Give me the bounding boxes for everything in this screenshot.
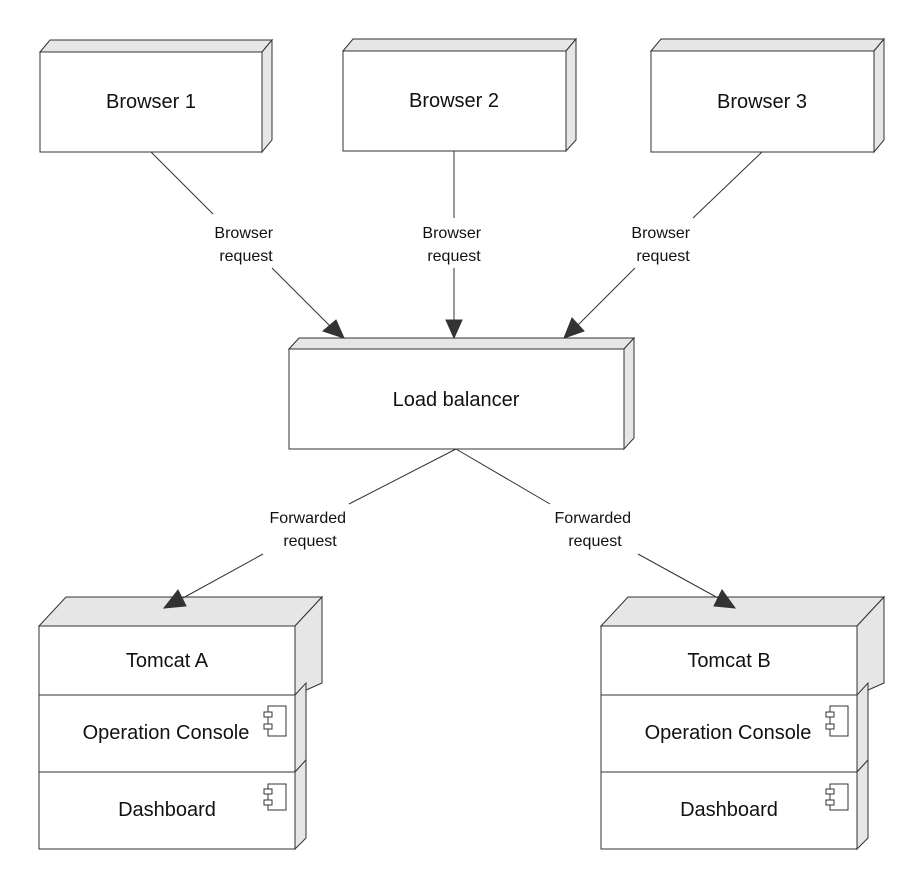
tomcat-a-dashboard-label: Dashboard: [118, 799, 216, 821]
tomcat-b-dashboard-label: Dashboard: [680, 799, 778, 821]
edge-label: Browser request: [422, 225, 485, 265]
load-balancer-label: Load balancer: [393, 389, 520, 411]
browser-2-node: Browser 2: [341, 37, 578, 153]
component-icon: [263, 783, 287, 811]
browser-3-node: Browser 3: [649, 37, 886, 154]
edge-browser-2-to-load-balancer: Browser request: [422, 151, 485, 340]
edge-label: Forwarded request: [270, 510, 351, 550]
tomcat-b-title: Tomcat B: [687, 650, 770, 672]
edge-load-balancer-to-tomcat-a: Forwarded request: [162, 448, 457, 609]
edge-label: Browser request: [214, 225, 277, 265]
load-balancer-node: Load balancer: [287, 336, 636, 451]
component-icon: [263, 705, 287, 737]
edge-label: Forwarded request: [555, 510, 636, 550]
edge-browser-3-to-load-balancer: Browser request: [563, 151, 763, 339]
edge-load-balancer-to-tomcat-b: Forwarded request: [455, 448, 737, 609]
edge-browser-1-to-load-balancer: Browser request: [150, 151, 345, 339]
browser-3-label: Browser 3: [717, 91, 807, 113]
tomcat-a-node: Tomcat A Operation Console Dashboard: [37, 595, 324, 851]
browser-2-label: Browser 2: [409, 90, 499, 112]
component-icon: [825, 705, 849, 737]
tomcat-b-operation-console-label: Operation Console: [645, 722, 812, 744]
tomcat-a-title: Tomcat A: [126, 650, 209, 672]
tomcat-b-node: Tomcat B Operation Console Dashboard: [599, 595, 886, 851]
component-icon: [825, 783, 849, 811]
tomcat-a-operation-console-label: Operation Console: [83, 722, 250, 744]
browser-1-label: Browser 1: [106, 91, 196, 113]
edge-label: Browser request: [631, 225, 694, 265]
browser-1-node: Browser 1: [38, 38, 274, 154]
